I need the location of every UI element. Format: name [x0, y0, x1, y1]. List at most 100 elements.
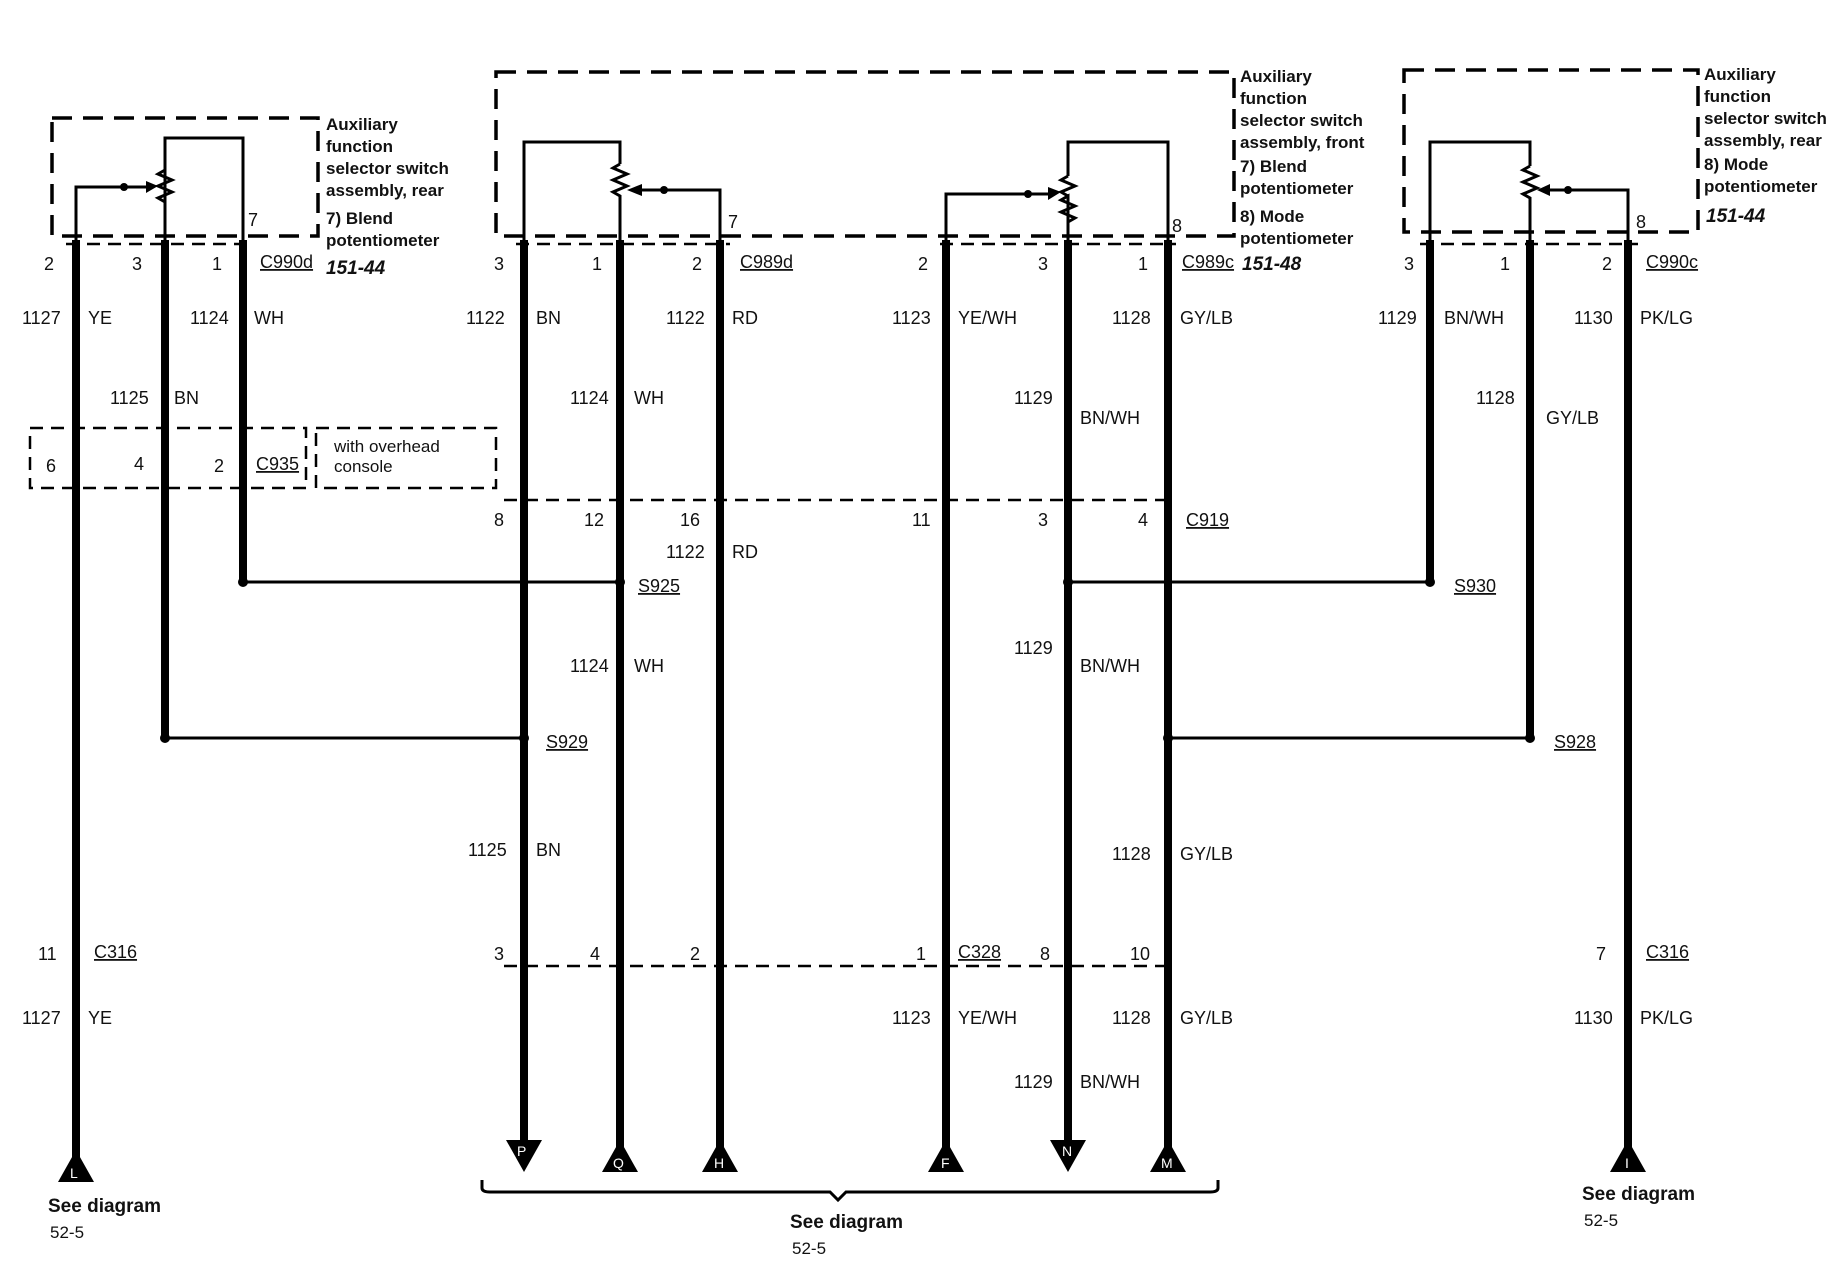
- svg-text:GY/LB: GY/LB: [1180, 844, 1233, 864]
- terminal-q: Q: [602, 1140, 638, 1172]
- circuit-labels: 1127 YE 1124 WH 1122 BN 1122 RD 1123 YE/…: [22, 308, 1693, 1092]
- svg-text:selector switch: selector switch: [1704, 109, 1827, 128]
- svg-text:N: N: [1062, 1143, 1072, 1159]
- svg-text:PK/LG: PK/LG: [1640, 308, 1693, 328]
- overhead-console-box: [314, 426, 498, 490]
- svg-text:7) Blend: 7) Blend: [326, 209, 393, 228]
- front-switch-title: Auxiliary function selector switch assem…: [1240, 67, 1365, 275]
- svg-text:YE/WH: YE/WH: [958, 308, 1017, 328]
- svg-text:1130: 1130: [1574, 308, 1613, 328]
- terminal-h: H: [702, 1140, 738, 1172]
- svg-text:selector switch: selector switch: [1240, 111, 1363, 130]
- svg-text:See diagram: See diagram: [1582, 1184, 1695, 1205]
- svg-text:8: 8: [1040, 944, 1050, 964]
- svg-text:6: 6: [46, 456, 56, 476]
- svg-text:16: 16: [680, 510, 700, 530]
- svg-text:C316: C316: [94, 942, 137, 962]
- svg-text:assembly, rear: assembly, rear: [326, 181, 444, 200]
- svg-text:C990d: C990d: [260, 252, 313, 272]
- svg-text:C935: C935: [256, 454, 299, 474]
- svg-text:Q: Q: [613, 1155, 624, 1171]
- svg-text:151-44: 151-44: [1706, 206, 1766, 227]
- svg-text:WH: WH: [254, 308, 284, 328]
- svg-text:11: 11: [38, 944, 57, 964]
- svg-text:function: function: [326, 137, 393, 156]
- connector-c989c: 2 3 1 C989c: [918, 252, 1234, 274]
- svg-text:WH: WH: [634, 388, 664, 408]
- svg-text:function: function: [1240, 89, 1307, 108]
- svg-text:Auxiliary: Auxiliary: [1704, 65, 1776, 84]
- svg-text:2: 2: [690, 944, 700, 964]
- svg-text:YE: YE: [88, 1008, 112, 1028]
- svg-text:P: P: [517, 1143, 526, 1159]
- svg-text:1123: 1123: [892, 1008, 931, 1028]
- svg-text:52-5: 52-5: [792, 1239, 826, 1258]
- svg-text:potentiometer: potentiometer: [1704, 177, 1818, 196]
- svg-text:potentiometer: potentiometer: [326, 231, 440, 250]
- pin-rear-blend: 7: [248, 210, 258, 230]
- connector-c316-left: 11 C316: [38, 942, 137, 964]
- front-blend-potentiometer: [522, 140, 722, 240]
- rear-mode-potentiometer: [1428, 140, 1630, 240]
- svg-text:1130: 1130: [1574, 1008, 1613, 1028]
- front-switch-box: [494, 70, 1236, 238]
- connector-c990d: 2 3 1 C990d: [44, 252, 313, 274]
- svg-text:See diagram: See diagram: [48, 1196, 161, 1217]
- pin-front-mode: 8: [1172, 216, 1182, 236]
- rear-mode-switch-title: Auxiliary function selector switch assem…: [1704, 65, 1827, 227]
- svg-text:8) Mode: 8) Mode: [1240, 207, 1304, 226]
- svg-text:GY/LB: GY/LB: [1546, 408, 1599, 428]
- svg-text:3: 3: [494, 254, 504, 274]
- pin-front-blend: 7: [728, 212, 738, 232]
- svg-text:3: 3: [1038, 510, 1048, 530]
- svg-text:52-5: 52-5: [1584, 1211, 1618, 1230]
- terminal-m: M: [1150, 1140, 1186, 1172]
- splice-s925: S925: [638, 576, 680, 596]
- connector-c328: 3 4 2 1 C328 8 10: [494, 942, 1150, 964]
- svg-text:1122: 1122: [666, 542, 705, 562]
- svg-text:BN/WH: BN/WH: [1444, 308, 1504, 328]
- svg-text:1124: 1124: [190, 308, 229, 328]
- svg-text:RD: RD: [732, 308, 758, 328]
- svg-text:2: 2: [692, 254, 702, 274]
- svg-text:Auxiliary: Auxiliary: [326, 115, 398, 134]
- svg-text:2: 2: [918, 254, 928, 274]
- svg-text:potentiometer: potentiometer: [1240, 229, 1354, 248]
- svg-text:BN: BN: [536, 840, 561, 860]
- svg-text:BN/WH: BN/WH: [1080, 408, 1140, 428]
- svg-text:1122: 1122: [666, 308, 705, 328]
- svg-text:BN: BN: [536, 308, 561, 328]
- svg-text:C316: C316: [1646, 942, 1689, 962]
- svg-text:4: 4: [590, 944, 600, 964]
- svg-text:1129: 1129: [1014, 1072, 1053, 1092]
- terminal-p: P: [506, 1140, 542, 1172]
- svg-text:BN/WH: BN/WH: [1080, 656, 1140, 676]
- svg-text:YE/WH: YE/WH: [958, 1008, 1017, 1028]
- svg-text:with overhead: with overhead: [333, 437, 440, 456]
- overhead-console-label: with overhead console: [333, 437, 440, 476]
- svg-text:F: F: [941, 1155, 950, 1171]
- svg-text:151-48: 151-48: [1242, 254, 1302, 275]
- svg-text:M: M: [1161, 1155, 1173, 1171]
- svg-text:C328: C328: [958, 942, 1001, 962]
- svg-text:1: 1: [212, 254, 222, 274]
- see-diagram-brace: [480, 1180, 1220, 1203]
- connector-c989d: 3 1 2 C989d: [494, 252, 793, 274]
- terminal-l: L: [58, 1150, 94, 1182]
- svg-text:3: 3: [1038, 254, 1048, 274]
- svg-text:assembly, rear: assembly, rear: [1704, 131, 1822, 150]
- splice-s929: S929: [546, 732, 588, 752]
- svg-text:YE: YE: [88, 308, 112, 328]
- svg-text:1: 1: [916, 944, 926, 964]
- svg-text:1123: 1123: [892, 308, 931, 328]
- svg-text:8: 8: [494, 510, 504, 530]
- svg-text:Auxiliary: Auxiliary: [1240, 67, 1312, 86]
- svg-text:1: 1: [1500, 254, 1510, 274]
- svg-text:GY/LB: GY/LB: [1180, 308, 1233, 328]
- svg-text:1128: 1128: [1476, 388, 1515, 408]
- svg-text:BN: BN: [174, 388, 199, 408]
- svg-text:7) Blend: 7) Blend: [1240, 157, 1307, 176]
- svg-text:1122: 1122: [466, 308, 505, 328]
- see-diagram-center: See diagram 52-5: [790, 1212, 903, 1258]
